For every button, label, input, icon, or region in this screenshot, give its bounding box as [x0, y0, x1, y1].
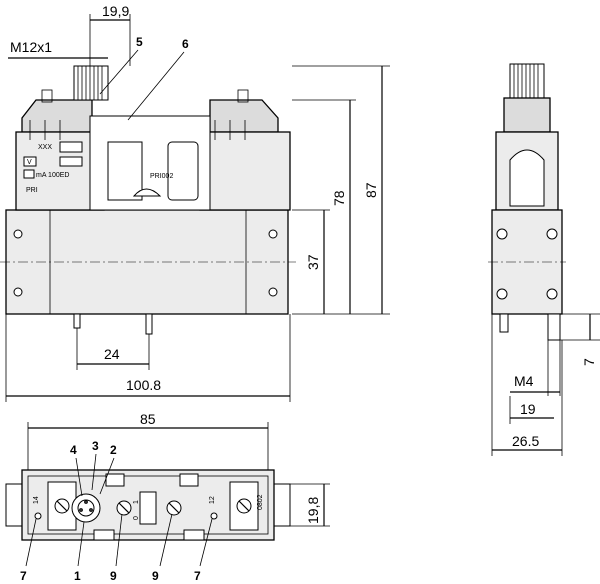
label-small: 0802	[257, 494, 264, 510]
callout-7-right: 7	[194, 569, 201, 583]
dim-top-width: 19,9	[102, 3, 129, 19]
dim-side-pin: 7	[581, 358, 597, 366]
callout-7-left: 7	[20, 569, 27, 583]
callout-4: 4	[70, 443, 77, 457]
port-14: 14	[33, 496, 40, 504]
dim-height-mid: 78	[331, 190, 347, 206]
body-screws	[13, 229, 278, 297]
callout-5: 5	[136, 35, 143, 49]
center-slot	[107, 141, 143, 201]
dim-side-19: 19	[520, 401, 536, 417]
dim-height-total: 87	[363, 182, 379, 198]
dim-side-265: 26.5	[512, 433, 539, 449]
callout-3: 3	[92, 439, 99, 453]
label-pri: PRI	[26, 187, 38, 194]
port-1: 1	[133, 500, 140, 504]
pin-right	[145, 313, 153, 335]
callout-9-a: 9	[110, 569, 117, 583]
side-window	[509, 149, 545, 207]
bottom-view: 85 14	[5, 411, 330, 583]
callout-6: 6	[182, 37, 189, 51]
dim-bottom-height: 19,8	[305, 497, 321, 524]
side-pin-right	[547, 313, 561, 341]
dim-height-lower: 37	[305, 254, 321, 270]
center-arc	[132, 188, 162, 197]
port-0: 0	[133, 516, 140, 520]
callout-1: 1	[74, 569, 81, 583]
coil-left-cap	[21, 99, 93, 133]
dim-overall-width: 100.8	[126, 377, 161, 393]
front-view: XXX V mA 100ED PRI PRI002 19,9 M12x1 5 6…	[0, 3, 390, 402]
label-pri002: PRI002	[150, 173, 173, 180]
callout-2: 2	[110, 443, 117, 457]
dim-pin-spacing: 24	[104, 346, 120, 362]
port-12: 12	[209, 496, 216, 504]
label-ma: mA 100ED	[36, 172, 69, 179]
side-view: 7 M4 19 26.5	[488, 63, 600, 456]
m12-connector	[73, 65, 109, 101]
dim-thread-m4: M4	[514, 373, 534, 389]
callout-9-b: 9	[152, 569, 159, 583]
label-xxx: XXX	[38, 144, 52, 151]
dim-thread-m12: M12x1	[10, 39, 52, 55]
coil-right-cap	[209, 99, 279, 133]
side-coil-cap	[503, 97, 551, 133]
pin-left	[73, 313, 81, 329]
dim-bottom-width: 85	[140, 411, 156, 427]
label-v: V	[27, 159, 32, 166]
side-connector	[509, 63, 545, 99]
center-slot-right	[167, 141, 199, 201]
coil-right	[199, 131, 291, 211]
side-pin-left	[499, 313, 509, 333]
